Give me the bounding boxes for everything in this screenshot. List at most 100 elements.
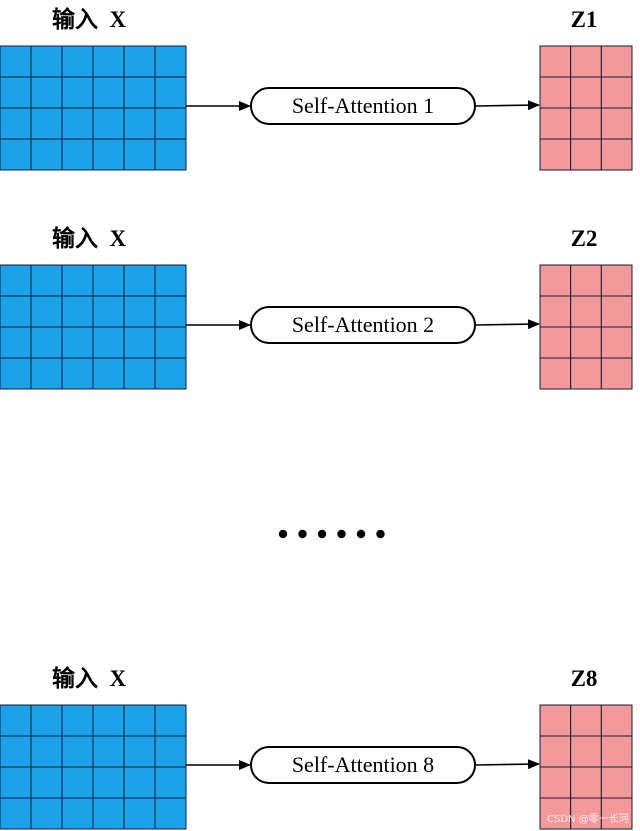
input-matrix-x-cell xyxy=(154,735,187,768)
input-matrix-x-cell xyxy=(30,76,63,109)
input-matrix-x-cell xyxy=(92,295,125,328)
input-matrix-x-cell xyxy=(154,76,187,109)
output-matrix-z-cell xyxy=(600,295,633,328)
output-matrix-z-cell xyxy=(539,76,572,109)
output-matrix-z-cell xyxy=(570,797,602,830)
ellipsis-dots-icon xyxy=(278,529,385,539)
input-matrix-x-cell xyxy=(0,735,32,768)
input-matrix-x-cell xyxy=(61,76,94,109)
ellipsis-dot xyxy=(317,529,327,539)
output-matrix-z-cell xyxy=(539,107,572,140)
input-matrix-x-cell xyxy=(123,766,156,799)
arrow-to-output-icon xyxy=(474,319,540,330)
input-matrix-x-cell xyxy=(61,357,94,390)
output-label: Z1 xyxy=(571,7,598,32)
ellipsis-dot xyxy=(278,529,288,539)
output-matrix-z-cell xyxy=(600,766,633,799)
input-label: 输入 X xyxy=(52,225,127,251)
output-matrix-z-cell xyxy=(570,326,602,359)
input-matrix-x-cell xyxy=(30,295,63,328)
output-matrix-z-cell xyxy=(570,295,602,328)
input-matrix-x-cell xyxy=(123,357,156,390)
output-matrix-z xyxy=(539,704,633,830)
input-matrix-x-cell xyxy=(30,326,63,359)
output-matrix-z-cell xyxy=(539,295,572,328)
input-matrix-x-cell xyxy=(154,357,187,390)
input-matrix-x-cell xyxy=(0,766,32,799)
input-matrix-x-cell xyxy=(92,138,125,171)
output-matrix-z-cell xyxy=(539,357,572,390)
output-matrix-z-cell xyxy=(539,326,572,359)
output-matrix-z-cell xyxy=(600,138,633,171)
output-matrix-z-cell xyxy=(600,107,633,140)
input-matrix-x-cell xyxy=(0,264,32,297)
input-matrix-x-cell xyxy=(154,295,187,328)
input-matrix-x-cell xyxy=(30,357,63,390)
input-matrix-x-cell xyxy=(61,138,94,171)
output-matrix-z-cell xyxy=(600,704,633,737)
input-matrix-x-cell xyxy=(92,45,125,78)
input-matrix-x-cell xyxy=(123,797,156,830)
input-matrix-x-cell xyxy=(61,107,94,140)
input-matrix-x-cell xyxy=(154,766,187,799)
output-matrix-z xyxy=(539,264,633,390)
ellipsis-dot xyxy=(337,529,346,539)
output-matrix-z-cell xyxy=(539,766,572,799)
input-matrix-x-cell xyxy=(30,735,63,768)
ellipsis-dot xyxy=(376,529,385,539)
input-matrix-x xyxy=(0,264,187,390)
output-matrix-z-cell xyxy=(539,264,572,297)
arrow-to-output-icon xyxy=(474,759,540,770)
output-matrix-z-cell xyxy=(600,264,633,297)
input-matrix-x-cell xyxy=(92,326,125,359)
input-matrix-x-cell xyxy=(61,704,94,737)
input-matrix-x-cell xyxy=(92,735,125,768)
input-matrix-x-cell xyxy=(92,357,125,390)
input-matrix-x-cell xyxy=(123,45,156,78)
arrow-to-output-icon xyxy=(474,100,540,111)
input-matrix-x-cell xyxy=(61,264,94,297)
output-matrix-z-cell xyxy=(570,357,602,390)
input-matrix-x-cell xyxy=(30,264,63,297)
input-matrix-x-cell xyxy=(30,107,63,140)
input-matrix-x-cell xyxy=(92,264,125,297)
output-matrix-z-cell xyxy=(539,138,572,171)
output-matrix-z-cell xyxy=(570,735,602,768)
input-matrix-x-cell xyxy=(0,704,32,737)
input-matrix-x-cell xyxy=(92,797,125,830)
input-matrix-x-cell xyxy=(92,107,125,140)
input-matrix-x-cell xyxy=(154,45,187,78)
watermark-text: CSDN @零一长河 xyxy=(547,813,629,825)
input-label: 输入 X xyxy=(52,6,127,32)
self-attention-label: Self-Attention 8 xyxy=(292,752,434,777)
input-matrix-x-cell xyxy=(30,704,63,737)
input-matrix-x-cell xyxy=(123,704,156,737)
input-matrix-x-cell xyxy=(123,326,156,359)
input-label: 输入 X xyxy=(52,665,127,691)
self-attention-label: Self-Attention 1 xyxy=(292,93,434,118)
input-matrix-x-cell xyxy=(123,735,156,768)
output-matrix-z-cell xyxy=(570,766,602,799)
input-matrix-x-cell xyxy=(154,704,187,737)
input-matrix-x-cell xyxy=(123,264,156,297)
output-matrix-z-cell xyxy=(570,264,602,297)
input-matrix-x-cell xyxy=(0,326,32,359)
input-matrix-x-cell xyxy=(0,295,32,328)
input-matrix-x-cell xyxy=(154,264,187,297)
output-matrix-z-cell xyxy=(600,76,633,109)
input-matrix-x-cell xyxy=(30,766,63,799)
output-matrix-z-cell xyxy=(600,735,633,768)
input-matrix-x-cell xyxy=(0,797,32,830)
input-matrix-x-cell xyxy=(154,797,187,830)
input-matrix-x-cell xyxy=(61,45,94,78)
input-matrix-x-cell xyxy=(123,138,156,171)
input-matrix-x xyxy=(0,45,187,171)
output-label: Z8 xyxy=(571,666,598,691)
output-matrix-z-cell xyxy=(570,107,602,140)
output-matrix-z-cell xyxy=(539,797,572,830)
input-matrix-x-cell xyxy=(123,76,156,109)
output-label: Z2 xyxy=(571,226,598,251)
